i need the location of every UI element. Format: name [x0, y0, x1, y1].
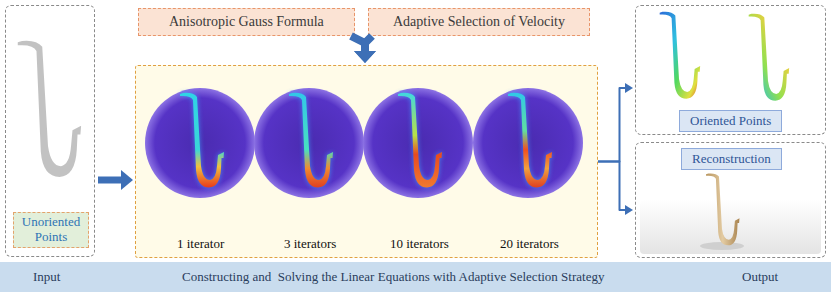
reconstructed-mesh — [706, 173, 739, 245]
text-holder: Adaptive Selection of Velocity — [393, 14, 565, 30]
oriented-cloud — [660, 12, 700, 99]
text-holder: 20 iterators — [500, 236, 559, 252]
iteration-label: 1 iterator — [177, 236, 224, 252]
input-panel: Unoriented Points — [5, 5, 95, 257]
stage-label: Input — [33, 269, 60, 285]
text-holder: 3 iterators — [284, 236, 336, 252]
iteration-label: 3 iterators — [284, 236, 336, 252]
iteration-label: 10 iterators — [390, 236, 449, 252]
stage-label: Constructing and Solving the Linear Equa… — [182, 269, 604, 285]
connector-line — [365, 36, 372, 52]
method-label: Adaptive Selection of Velocity — [393, 14, 565, 30]
connector-line — [98, 177, 122, 184]
output-panel: Oriented Points — [635, 5, 826, 135]
panel-label: Unoriented Points — [13, 212, 89, 248]
point-cloud — [18, 41, 81, 177]
text-holder: Input — [33, 269, 60, 285]
connector — [598, 83, 633, 162]
stage-label: Output — [742, 269, 778, 285]
panel-label: Oriented Points — [679, 110, 782, 132]
iteration-panel: 1 iterator 3 iterators 10 iterators 20 iter… — [135, 65, 598, 258]
text-holder: Unoriented Points — [13, 212, 89, 248]
panel-label: Reconstruction — [681, 148, 782, 170]
text-holder: Output — [742, 269, 778, 285]
connector-line — [598, 162, 626, 211]
text-holder: Constructing and Solving the Linear Equa… — [182, 269, 604, 285]
arrow-head — [354, 51, 376, 63]
method-box: Anisotropic Gauss Formula — [138, 8, 355, 36]
oriented-cloud — [749, 14, 789, 101]
arrow-head — [354, 51, 376, 63]
connector — [354, 36, 376, 63]
arrow-head — [625, 83, 633, 93]
method-box: Adaptive Selection of Velocity — [368, 8, 590, 36]
render-shadow — [700, 242, 744, 250]
text-holder: Oriented Points — [679, 110, 782, 132]
text-holder: 10 iterators — [390, 236, 449, 252]
iteration-label: 20 iterators — [500, 236, 559, 252]
arrow-head — [625, 205, 633, 215]
method-label: Anisotropic Gauss Formula — [169, 14, 324, 30]
text-holder: Reconstruction — [681, 148, 782, 170]
text-holder: Anisotropic Gauss Formula — [169, 14, 324, 30]
render-floor — [640, 200, 821, 254]
connector-line — [598, 88, 626, 162]
connector — [351, 36, 376, 63]
arrow-head — [121, 170, 133, 190]
text-holder: 1 iterator — [177, 236, 224, 252]
connector-line — [351, 36, 365, 52]
output-panel: Reconstruction — [635, 142, 826, 258]
connector — [598, 162, 633, 216]
connector — [98, 170, 133, 190]
stage-band: Input Constructing and Solving the Linear… — [0, 262, 831, 292]
